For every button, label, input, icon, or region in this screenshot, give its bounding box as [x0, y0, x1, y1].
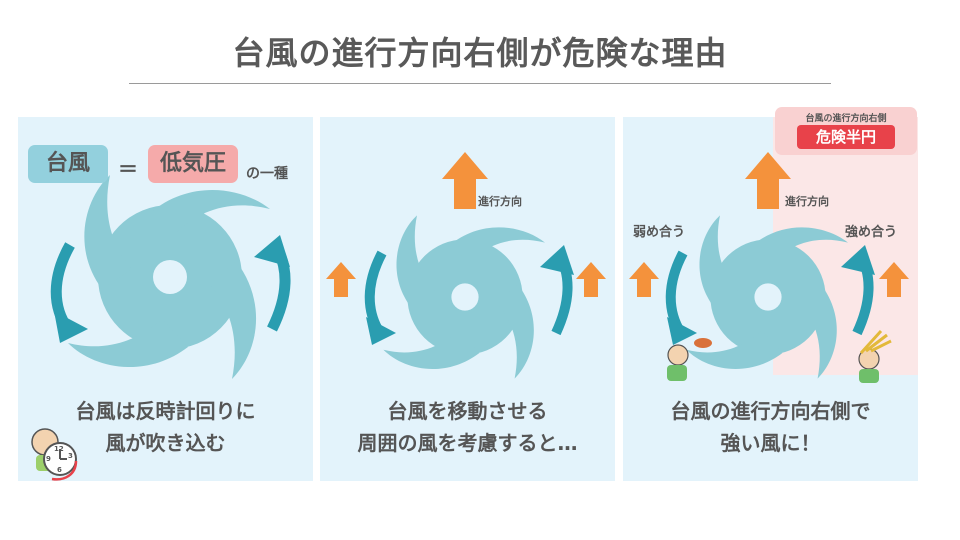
type-suffix: の一種 [246, 166, 288, 182]
wind-arrowhead-left [366, 317, 396, 345]
danger-semicircle-callout: 台風の進行方向右側 危険半円 [775, 107, 917, 155]
clock-number-3: 3 [68, 452, 73, 460]
move-arrow-right [879, 262, 909, 297]
caption-line-2: 周囲の風を考慮すると… [357, 431, 578, 455]
danger-badge: 危険半円 [797, 125, 895, 149]
typhoon-diagram-1 [31, 175, 291, 481]
wind-arrowhead-left [667, 317, 697, 345]
person-strong-wind-icon [858, 329, 892, 383]
wind-arrowhead-right [540, 245, 574, 275]
direction-label: 進行方向 [478, 195, 522, 208]
equals-sign: ＝ [118, 157, 138, 181]
move-arrow-left [326, 262, 356, 297]
typhoon-diagram-3 [629, 117, 918, 383]
wind-arrowhead-right [841, 245, 875, 275]
clock-child-icon [31, 428, 78, 481]
move-arrow-center [745, 152, 791, 209]
clock-number-9: 9 [46, 455, 51, 463]
typhoon-icon [383, 215, 545, 379]
caption-line-1: 台風を移動させる [387, 399, 548, 423]
danger-callout-subtitle: 台風の進行方向右側 [805, 114, 887, 124]
weak-label: 弱め合う [633, 225, 686, 240]
move-arrow-right [576, 262, 606, 297]
caption-line-2: 風が吹き込む [105, 431, 226, 455]
panel-counterclockwise: 台風 ＝ 低気圧 の一種 12 3 6 9 台風は反時計回りに 風が吹き込む [18, 117, 313, 481]
caption-line-1: 台風は反時計回りに [75, 399, 256, 423]
strong-label: 強め合う [845, 225, 898, 240]
move-arrow-center [442, 152, 488, 209]
typhoon-diagram-2 [326, 152, 606, 379]
person-light-wind-icon [667, 338, 712, 381]
wind-arrowhead-right [254, 235, 290, 267]
caption-line-1: 台風の進行方向右側で [670, 399, 871, 423]
clock-number-6: 6 [57, 466, 62, 474]
move-arrow-left [629, 262, 659, 297]
panel-movement: 進行方向 台風を移動させる 周囲の風を考慮すると… [320, 117, 615, 481]
low-pressure-pill: 低気圧 [148, 145, 238, 183]
typhoon-pill: 台風 [28, 145, 108, 183]
typhoon-icon [68, 175, 270, 379]
direction-label: 進行方向 [785, 195, 829, 208]
page-title: 台風の進行方向右側が危険な理由 [232, 34, 728, 72]
wind-arrowhead-left [54, 311, 88, 343]
clock-number-12: 12 [54, 445, 64, 453]
title-divider [129, 83, 831, 84]
caption-line-2: 強い風に！ [720, 431, 821, 455]
panel-danger-side: 進行方向 弱め合う 強め合う 台風の進行方向右側で 強い風に！ [623, 117, 918, 481]
